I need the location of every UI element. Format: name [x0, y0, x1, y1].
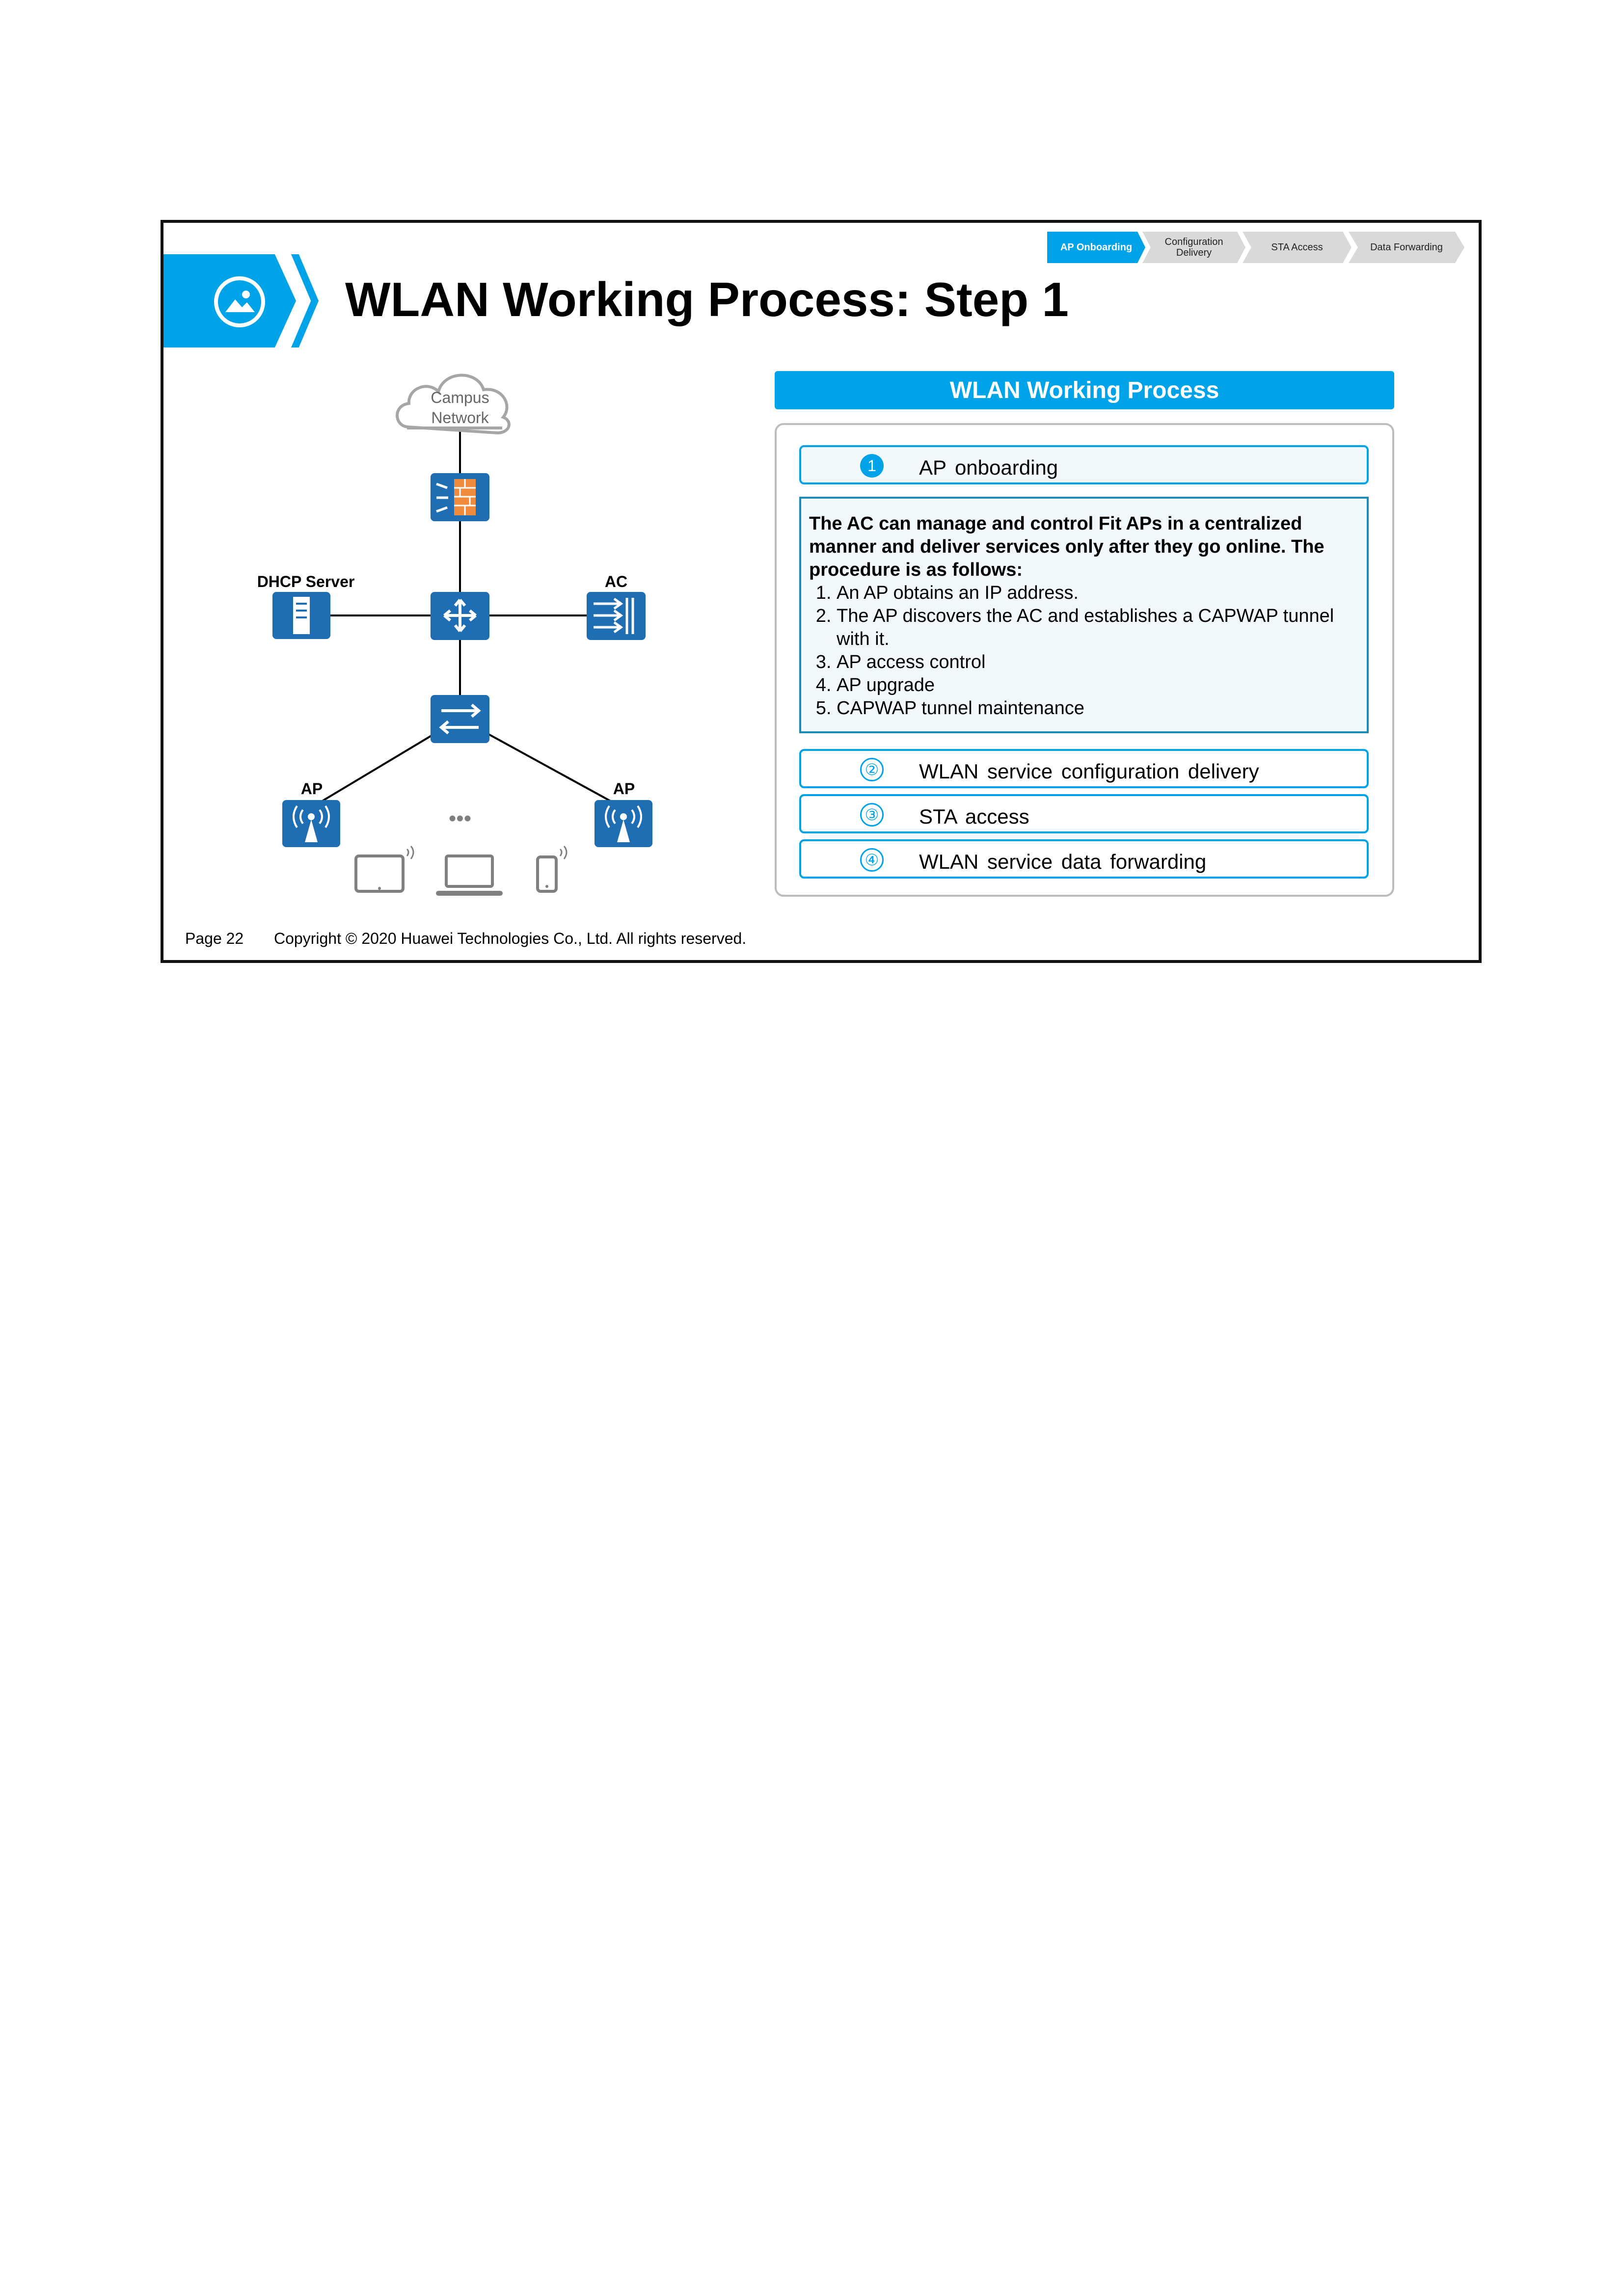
- procedure-item: AP access control: [837, 651, 1361, 674]
- breadcrumb-step-ap-onboarding[interactable]: AP Onboarding: [1047, 232, 1145, 263]
- access-controller-icon: [587, 592, 646, 640]
- cloud-icon: [396, 374, 511, 435]
- copyright-notice: Copyright © 2020 Huawei Technologies Co.…: [274, 930, 747, 947]
- procedure-item: An AP obtains an IP address.: [837, 582, 1361, 605]
- image-icon: [214, 276, 265, 327]
- step-number-badge: ③: [860, 803, 884, 827]
- cloud-label: Campus: [431, 389, 489, 406]
- process-step-data-forwarding[interactable]: ④ WLAN service data forwarding: [799, 839, 1369, 879]
- page-number: Page 22: [185, 930, 244, 947]
- dhcp-server-label: DHCP Server: [257, 573, 355, 590]
- router-icon: [431, 592, 489, 640]
- process-step-label: WLAN service data forwarding: [919, 850, 1207, 873]
- process-panel: [775, 423, 1394, 897]
- slide: AP Onboarding Configuration Delivery STA…: [161, 220, 1482, 963]
- ac-label: AC: [605, 573, 627, 590]
- breadcrumb-step-data-forwarding[interactable]: Data Forwarding: [1349, 232, 1464, 263]
- switch-icon: [431, 695, 489, 743]
- details-intro: The AC can manage and control Fit APs in…: [809, 513, 1325, 580]
- process-step-ap-onboarding[interactable]: 1 AP onboarding: [799, 445, 1369, 484]
- ap-onboarding-details: The AC can manage and control Fit APs in…: [799, 497, 1369, 733]
- step-number-badge: ④: [860, 848, 884, 872]
- process-step-label: WLAN service configuration delivery: [919, 760, 1259, 783]
- tablet-icon: [354, 846, 414, 893]
- title-band: [163, 254, 296, 347]
- process-step-label: AP onboarding: [919, 456, 1058, 479]
- procedure-list: An AP obtains an IP address. The AP disc…: [809, 582, 1361, 720]
- procedure-item: The AP discovers the AC and establishes …: [837, 605, 1361, 651]
- process-step-configuration-delivery[interactable]: ② WLAN service configuration delivery: [799, 749, 1369, 788]
- firewall-icon: [431, 473, 489, 521]
- breadcrumb-step-sta-access[interactable]: STA Access: [1243, 232, 1352, 263]
- laptop-icon: [436, 854, 503, 896]
- procedure-item: CAPWAP tunnel maintenance: [837, 697, 1361, 720]
- breadcrumb-step-configuration-delivery[interactable]: Configuration Delivery: [1142, 232, 1245, 263]
- page-title: WLAN Working Process: Step 1: [345, 272, 1069, 326]
- ap-left-label: AP: [301, 780, 323, 798]
- procedure-item: AP upgrade: [837, 674, 1361, 697]
- cloud-label-line2: Network: [431, 409, 489, 427]
- process-step-sta-access[interactable]: ③ STA access: [799, 794, 1369, 833]
- dhcp-server-icon: [272, 592, 330, 639]
- step-number-badge: ②: [860, 758, 884, 781]
- process-panel-header: WLAN Working Process: [775, 371, 1394, 409]
- network-topology-diagram: Campus Network DHCP Server AC: [257, 374, 652, 896]
- access-point-icon: [282, 800, 340, 847]
- process-step-label: STA access: [919, 805, 1029, 828]
- access-point-icon: [595, 800, 652, 847]
- step-number-badge: 1: [860, 454, 884, 478]
- phone-icon: [536, 846, 568, 893]
- ap-right-label: AP: [613, 780, 635, 798]
- more-devices-ellipsis: •••: [449, 806, 471, 830]
